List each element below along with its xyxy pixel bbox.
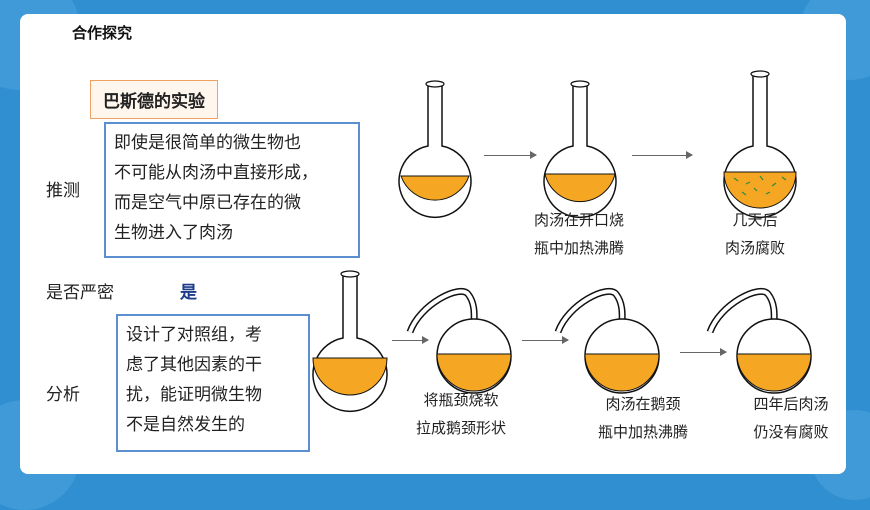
slide-canvas: 合作探究 巴斯德的实验 推测 即使是很简单的微生物也 不可能从肉汤中直接形成， … (20, 14, 846, 474)
spoiled-flask-icon (723, 70, 797, 218)
caption-line: 仍没有腐败 (753, 423, 829, 441)
experiment-title: 巴斯德的实验 (90, 80, 218, 119)
hypothesis-line: 生物进入了肉汤 (114, 223, 233, 243)
analysis-line: 设计了对照组，考 (126, 325, 262, 345)
caption-open-boil: 肉汤在开口烧 瓶中加热沸腾 (504, 206, 654, 262)
hypothesis-label: 推测 (46, 181, 80, 201)
open-flask-icon (398, 80, 472, 218)
analysis-box: 设计了对照组，考 虑了其他因素的干 扰，能证明微生物 不是自然发生的 (116, 314, 310, 452)
hypothesis-line: 不可能从肉汤中直接形成， (114, 163, 318, 183)
caption-line: 四年后肉汤 (753, 395, 829, 413)
process-arrow (632, 151, 693, 159)
caption-line: 瓶中加热沸腾 (533, 239, 624, 257)
caption-line: 肉汤腐败 (724, 239, 785, 257)
process-arrow (484, 151, 537, 159)
caption-line: 肉汤在鹅颈 (605, 395, 681, 413)
caption-line: 肉汤在开口烧 (533, 211, 624, 229)
hypothesis-box: 即使是很简单的微生物也 不可能从肉汤中直接形成， 而是空气中原已存在的微 生物进… (104, 122, 360, 258)
caption-days-later: 几天后 肉汤腐败 (680, 206, 830, 262)
hypothesis-line: 即使是很简单的微生物也 (114, 133, 301, 153)
caption-line: 将瓶颈烧软 (423, 391, 499, 409)
caption-years-later: 四年后肉汤 仍没有腐败 (716, 390, 846, 446)
process-arrow (522, 336, 569, 344)
caption-line: 拉成鹅颈形状 (415, 419, 506, 437)
analysis-line: 虑了其他因素的干 (126, 355, 262, 375)
open-flask-icon (312, 270, 388, 413)
hypothesis-line: 而是空气中原已存在的微 (114, 193, 301, 213)
caption-line: 几天后 (732, 211, 778, 229)
analysis-line: 扰，能证明微生物 (126, 385, 262, 405)
caption-line: 瓶中加热沸腾 (597, 423, 688, 441)
swan-neck-flask-boiling-icon (554, 287, 660, 394)
analysis-line: 不是自然发生的 (126, 415, 245, 435)
process-arrow (392, 336, 429, 344)
swan-neck-flask-fresh-icon (706, 287, 812, 394)
caption-make-swan: 将瓶颈烧软 拉成鹅颈形状 (386, 386, 536, 442)
rigorous-answer: 是 (180, 283, 197, 303)
caption-swan-boil: 肉汤在鹅颈 瓶中加热沸腾 (568, 390, 718, 446)
section-title: 合作探究 (72, 24, 133, 42)
open-flask-boiling-icon (543, 80, 617, 218)
process-arrow (680, 348, 727, 356)
rigorous-label: 是否严密 (46, 283, 114, 303)
analysis-label: 分析 (46, 385, 80, 405)
swan-neck-flask-icon (406, 287, 512, 394)
